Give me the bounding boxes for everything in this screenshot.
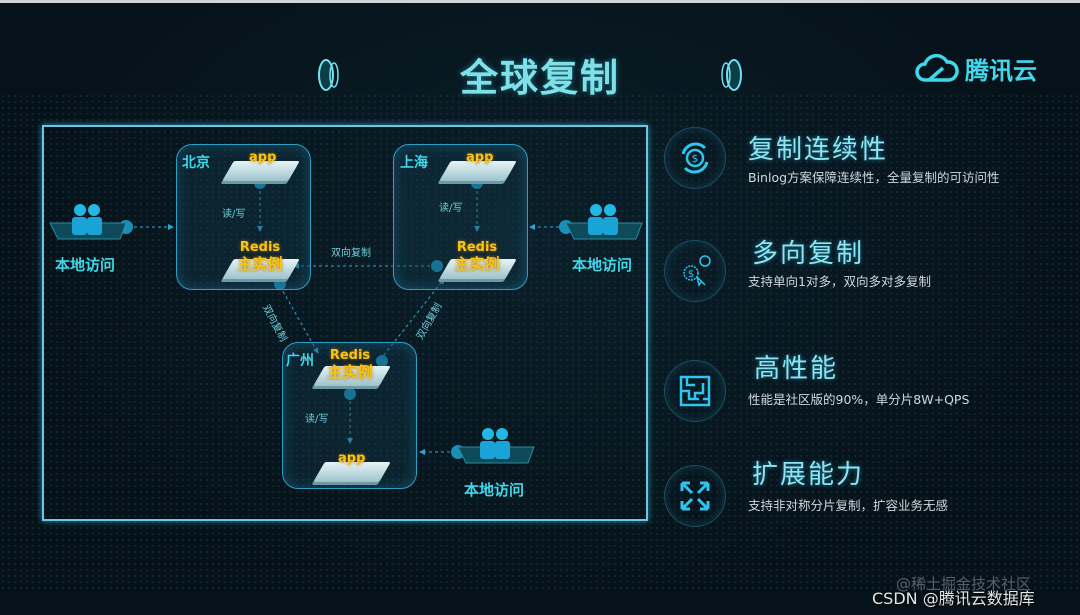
page-title: 全球复制 bbox=[459, 56, 620, 100]
title-lens-right bbox=[726, 59, 742, 91]
rw-label: 读/写 bbox=[222, 209, 246, 220]
currency-click-icon: $ bbox=[664, 240, 726, 302]
world-map-dots bbox=[0, 93, 1080, 593]
replication-gz-sh bbox=[379, 278, 445, 361]
users-icon bbox=[49, 204, 127, 240]
currency-cycle-icon: $ bbox=[664, 127, 726, 189]
users-icon bbox=[565, 204, 643, 240]
feature-desc: 支持单向1对多，双向多对多复制 bbox=[748, 274, 931, 289]
feature-title: 多向复制 bbox=[752, 239, 865, 269]
title-lens-left bbox=[318, 59, 334, 91]
replication-bj-gz bbox=[279, 285, 319, 354]
feature-desc: Binlog方案保障连续性，全量复制的可访问性 bbox=[748, 170, 1000, 185]
svg-text:$: $ bbox=[692, 152, 699, 165]
feature-title: 扩展能力 bbox=[752, 460, 865, 490]
feature-title: 高性能 bbox=[754, 354, 839, 384]
city-label: 北京 bbox=[182, 155, 210, 171]
logo-text: 腾讯云 bbox=[965, 57, 1037, 85]
juejin-watermark: @稀土掘金技术社区 bbox=[896, 575, 1032, 593]
app-label: app bbox=[466, 150, 494, 165]
rw-label: 读/写 bbox=[305, 414, 329, 425]
app-label: app bbox=[249, 150, 277, 165]
replication-label: 双向复制 bbox=[331, 248, 371, 259]
tencent-cloud-logo: 腾讯云 bbox=[915, 51, 1037, 86]
expand-arrows-icon bbox=[664, 465, 726, 527]
feature-desc: 性能是社区版的90%，单分片8W+QPS bbox=[748, 392, 970, 407]
feature-title: 复制连续性 bbox=[748, 135, 889, 165]
diagram-frame bbox=[42, 125, 648, 521]
maze-icon bbox=[664, 360, 726, 422]
city-label: 广州 bbox=[286, 353, 314, 369]
app-label: app bbox=[338, 451, 366, 466]
city-label: 上海 bbox=[400, 155, 428, 171]
feature-desc: 支持非对称分片复制，扩容业务无感 bbox=[748, 498, 949, 513]
local-access-label: 本地访问 bbox=[464, 481, 525, 499]
rw-label: 读/写 bbox=[439, 203, 463, 214]
csdn-watermark: CSDN @腾讯云数据库 bbox=[872, 589, 1035, 608]
local-access-label: 本地访问 bbox=[572, 256, 633, 274]
decor-and-connectors bbox=[100, 59, 900, 459]
cloud-icon bbox=[915, 53, 959, 82]
users-icon bbox=[457, 428, 535, 464]
local-access-label: 本地访问 bbox=[55, 256, 116, 274]
svg-text:$: $ bbox=[688, 269, 694, 280]
